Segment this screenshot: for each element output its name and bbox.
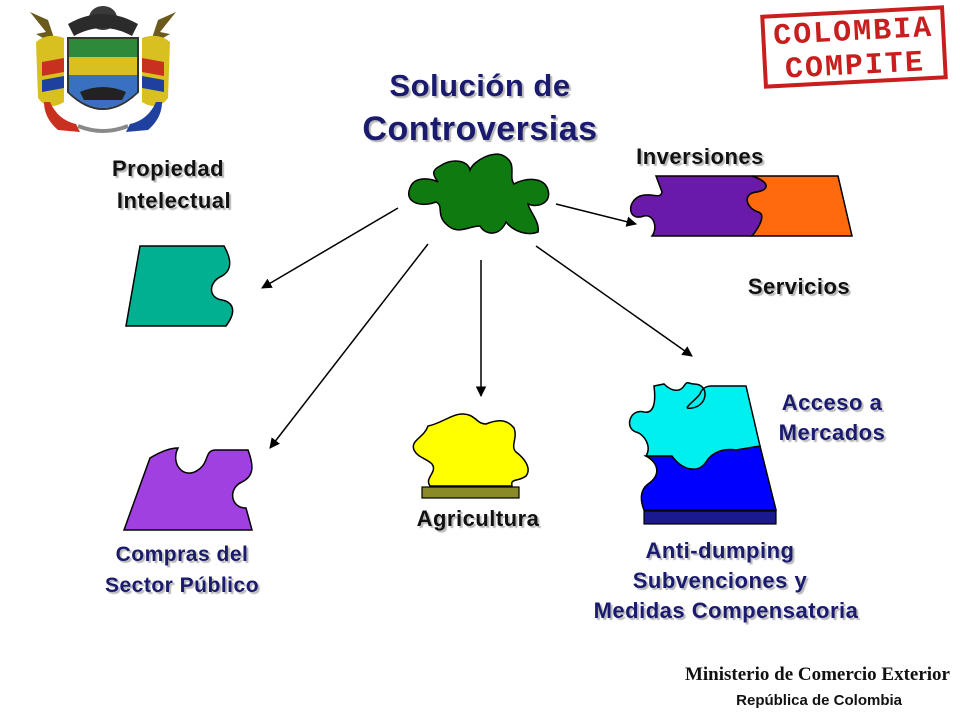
compras-puzzle-piece bbox=[122, 447, 253, 531]
center-puzzle-piece bbox=[407, 153, 550, 235]
label-propiedad-line-1: Propiedad bbox=[111, 156, 225, 181]
label-acceso-line-2: Mercados bbox=[778, 420, 886, 445]
label-servicios: Servicios bbox=[747, 274, 851, 299]
footer-ministry: Ministerio de Comercio Exterior bbox=[684, 664, 950, 685]
arrow-to-inversiones bbox=[555, 203, 638, 227]
page-title-line-2: Controversias bbox=[362, 110, 598, 148]
arrow-to-compras bbox=[269, 243, 429, 449]
label-antidumping-line-2: Subvenciones y bbox=[632, 568, 808, 593]
antidumping-base bbox=[643, 510, 777, 525]
label-acceso-line-1: Acceso a bbox=[781, 390, 883, 415]
label-propiedad-line-2: Intelectual bbox=[116, 188, 232, 213]
label-inversiones: Inversiones bbox=[636, 144, 764, 169]
label-agricultura: Agricultura bbox=[416, 506, 540, 531]
inversiones-puzzle-piece bbox=[630, 175, 767, 237]
agricultura-puzzle-piece bbox=[412, 413, 529, 487]
label-compras-line-2: Sector Público bbox=[104, 574, 260, 597]
acceso-puzzle-piece bbox=[628, 381, 761, 470]
arrow-to-acceso bbox=[535, 245, 693, 357]
footer-country: República de Colombia bbox=[736, 692, 902, 709]
label-compras-line-1: Compras del bbox=[115, 543, 249, 566]
coat-of-arms-logo bbox=[30, 6, 176, 133]
arrow-to-propiedad bbox=[261, 207, 399, 289]
page-title-line-1: Solución de bbox=[389, 68, 571, 103]
propiedad-puzzle-piece bbox=[125, 245, 234, 327]
label-antidumping-line-3: Medidas Compensatoria bbox=[593, 598, 859, 623]
label-antidumping-line-1: Anti-dumping bbox=[645, 538, 795, 563]
agricultura-base bbox=[421, 486, 520, 499]
